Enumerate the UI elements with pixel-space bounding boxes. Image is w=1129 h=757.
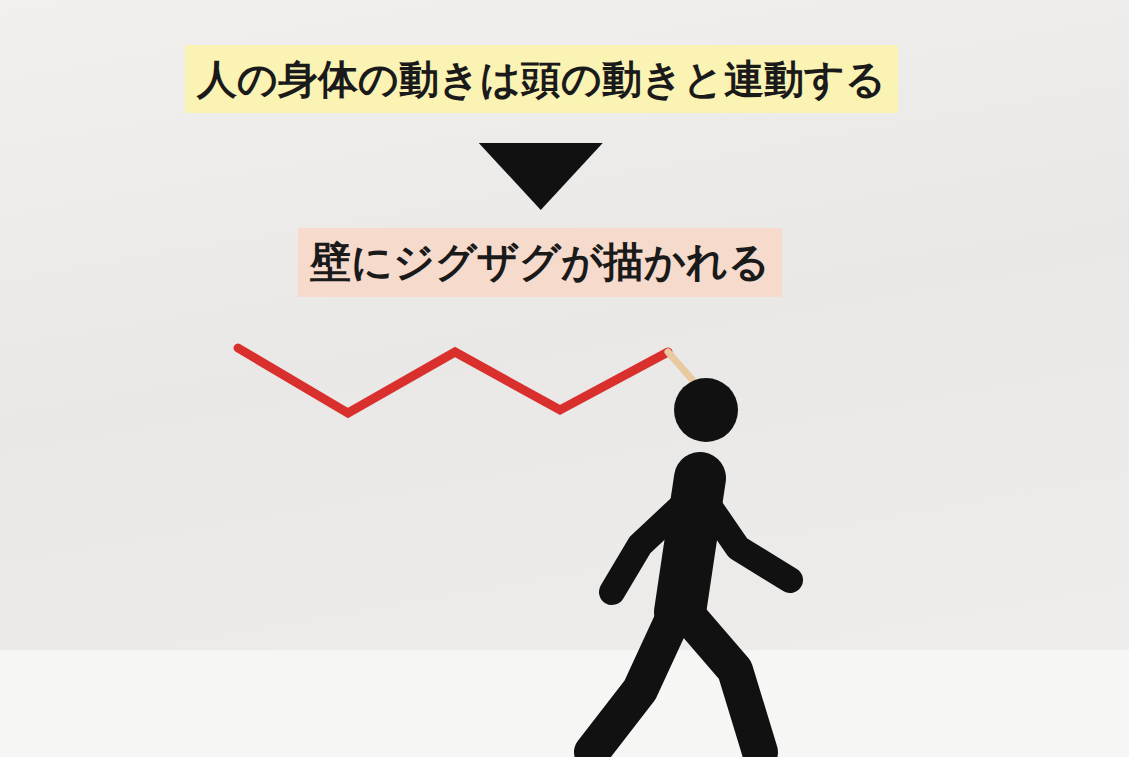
stick-figure [592,378,790,752]
down-arrow [479,143,603,210]
zigzag-line [238,348,668,413]
pen [668,352,696,384]
floor-band [0,650,1129,757]
result-box: 壁にジグザグが描かれる [298,228,782,297]
heading-box: 人の身体の動きは頭の動きと連動する [185,45,898,113]
box-text: 壁にジグザグが描かれる [310,238,770,287]
box-text: 人の身体の動きは頭の動きと連動する [197,55,886,103]
